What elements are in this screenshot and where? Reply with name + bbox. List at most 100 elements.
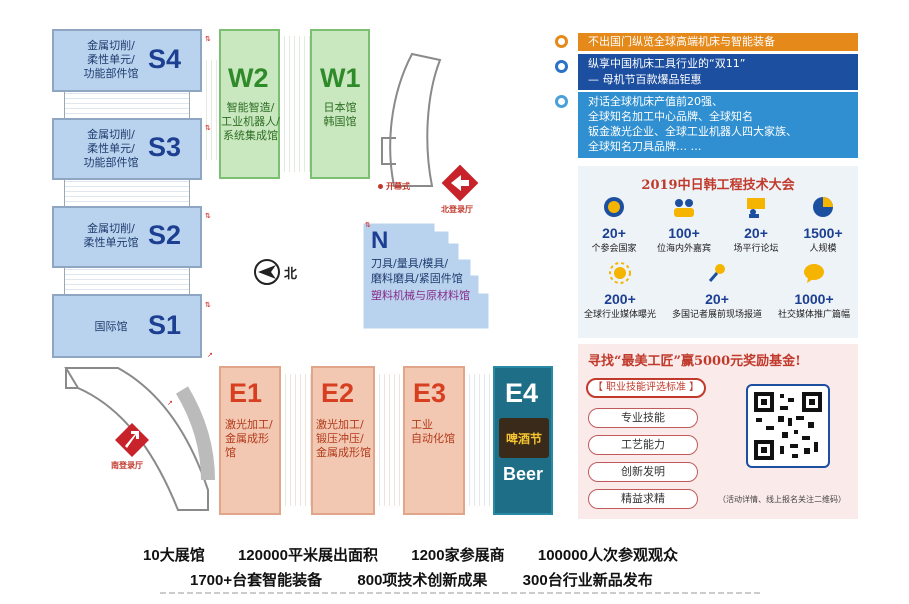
hall-e1-desc-1: 激光加工/: [225, 418, 273, 431]
summary-item: 1700+台套智能装备: [190, 571, 322, 589]
door-marker: ↗: [167, 399, 173, 407]
hall-n-shape[interactable]: [362, 222, 492, 332]
hall-s2-code: S2: [148, 220, 182, 250]
north-entrance-label: 北登录厅: [441, 205, 473, 214]
hall-s2-desc-2: 柔性单元馆: [83, 236, 139, 249]
north-entrance-icon[interactable]: [441, 164, 479, 202]
hall-e4[interactable]: E4 啤酒节 Beer: [493, 366, 553, 515]
hall-w2-desc-2: 工业机器人/: [221, 115, 280, 128]
hall-s4[interactable]: 金属切削/ 柔性单元/ 功能部件馆 S4: [52, 29, 202, 92]
hall-w1-desc-1: 日本馆: [323, 101, 357, 114]
summary-item: 100000人次参观观众: [538, 546, 678, 564]
hall-w2-desc-1: 智能智造/: [226, 101, 275, 114]
hall-e2[interactable]: E2 激光加工/ 锻压冲压/ 金属成形馆: [311, 366, 375, 515]
stat-label: 社交媒体推广篇幅: [777, 310, 850, 320]
hall-s3-desc-2: 柔性单元/: [87, 142, 135, 155]
hall-e3[interactable]: E3 工业 自动化馆: [403, 366, 465, 515]
hall-e2-desc-2: 锻压冲压/: [316, 432, 364, 445]
hall-s2[interactable]: 金属切削/ 柔性单元馆 S2: [52, 206, 202, 268]
hall-e1[interactable]: E1 激光加工/ 金属成形馆: [219, 366, 281, 515]
summary-row-1: 10大展馆 120000平米展出面积 1200家参展商 100000人次参观观众: [143, 544, 678, 565]
south-entrance-icon[interactable]: [114, 422, 150, 458]
corridor-e3-e4: [465, 374, 493, 506]
summary-label: 家参展商: [444, 546, 505, 564]
people-icon: [674, 199, 694, 217]
hall-w1-code: W1: [320, 63, 361, 93]
summary-num: 100000: [537, 547, 588, 564]
door-marker: ⇅: [205, 35, 211, 43]
conference-stat: 1000+ 社交媒体推广篇幅: [774, 262, 854, 320]
highlight-bullet-icon: [555, 60, 568, 73]
summary-item: 800项技术创新成果: [357, 571, 487, 589]
corridor-e1-e2: [281, 374, 311, 506]
summary-label: 平米展出面积: [288, 546, 379, 564]
summary-num: 120000: [237, 547, 288, 564]
hall-w1-desc-2: 韩国馆: [323, 115, 357, 128]
hall-s1[interactable]: 国际馆 S1: [52, 294, 202, 358]
summary-num: 10: [143, 547, 160, 564]
award-panel: 寻找“最美工匠”赢5000元奖励基金! 【 职业技能评选标准 】 专业技能 工艺…: [578, 344, 858, 519]
highlight-3: 对话全球机床产值前20强、 全球知名加工中心品牌、全球知名 钣金激光企业、全球工…: [578, 92, 858, 158]
stat-label: 场平行论坛: [733, 244, 779, 254]
qr-code-icon[interactable]: [746, 384, 830, 468]
hall-s3-code: S3: [148, 132, 182, 162]
hall-n-code: N: [371, 227, 389, 254]
hall-e4-code: E4: [505, 378, 539, 408]
highlight-2-line-1: 纵享中国机床工具行业的“双11”: [588, 57, 746, 70]
stat-num: 200+: [604, 291, 636, 307]
opening-ceremony-label: 开幕式: [378, 181, 410, 192]
summary-item: 120000平米展出面积: [238, 546, 378, 564]
summary-item: 10大展馆: [143, 546, 205, 564]
presenter-icon: [747, 198, 765, 218]
south-building-shape: [64, 367, 215, 511]
summary-num: 300: [522, 572, 548, 589]
summary-label: 台套智能装备: [232, 571, 323, 589]
highlight-3-line-2: 全球知名加工中心品牌、全球知名: [588, 110, 753, 123]
hall-n-desc-1: 刀具/量具/模具/: [371, 257, 449, 270]
summary-label: 项技术创新成果: [382, 571, 488, 589]
conference-stat: 200+ 全球行业媒体曝光: [580, 262, 660, 320]
microphone-icon: [708, 264, 725, 282]
south-entrance-label: 南登录厅: [111, 461, 143, 470]
summary-num: 800: [357, 572, 383, 589]
summary-num: 1700+: [190, 572, 233, 589]
hall-s1-code: S1: [148, 310, 182, 340]
conference-stat: 20+ 个参会国家: [582, 196, 646, 254]
qr-code-pattern: [754, 392, 822, 460]
hall-s4-desc-1: 金属切削/: [87, 39, 135, 52]
award-item: 精益求精: [588, 489, 698, 509]
summary-label: 大展馆: [159, 546, 205, 564]
hall-e2-code: E2: [321, 378, 355, 408]
compass-label: 北: [284, 267, 298, 282]
door-marker: ⇅: [205, 212, 211, 220]
hall-w1[interactable]: W1 日本馆 韩国馆: [310, 29, 370, 179]
hall-s3-desc-3: 功能部件馆: [83, 156, 139, 169]
conference-panel: 2019中日韩工程技术大会 20+ 个参会国家 100+ 位海内外嘉宾 20+ …: [578, 166, 858, 338]
highlight-3-line-4: 全球知名刀具品牌… …: [588, 140, 702, 153]
hall-e2-desc-3: 金属成形馆: [316, 446, 371, 459]
hall-s4-desc-3: 功能部件馆: [83, 67, 139, 80]
corridor-s-w: [202, 60, 219, 160]
hall-s1-desc-1: 国际馆: [94, 320, 128, 333]
hall-w2-desc-3: 系统集成馆: [223, 129, 278, 142]
hall-w2[interactable]: W2 智能智造/ 工业机器人/ 系统集成馆: [219, 29, 280, 179]
hall-e3-code: E3: [413, 378, 447, 408]
corridor-e2-e3: [375, 374, 403, 506]
stat-num: 20+: [744, 225, 768, 241]
summary-label: 人次参观观众: [587, 546, 678, 564]
highlight-3-line-3: 钣金激光企业、全球工业机器人四大家族、: [588, 125, 797, 138]
beer-label: Beer: [503, 464, 544, 484]
corridor-s4-s3: [64, 92, 190, 118]
opening-ceremony-text: 开幕式: [386, 182, 410, 191]
hall-s3[interactable]: 金属切削/ 柔性单元/ 功能部件馆 S3: [52, 118, 202, 180]
highlight-2: 纵享中国机床工具行业的“双11” — 母机节百款爆品钜惠: [578, 54, 858, 90]
hall-e1-code: E1: [229, 378, 263, 408]
stat-num: 1000+: [794, 291, 834, 307]
conference-stat: 1500+ 人规模: [792, 196, 854, 254]
award-criteria-tag: 【 职业技能评选标准 】: [586, 378, 706, 398]
corridor-s3-s2: [64, 180, 190, 206]
hall-e3-desc-1: 工业: [411, 418, 433, 431]
stat-num: 20+: [602, 225, 626, 241]
pie-icon: [813, 197, 833, 217]
award-item: 工艺能力: [588, 435, 698, 455]
